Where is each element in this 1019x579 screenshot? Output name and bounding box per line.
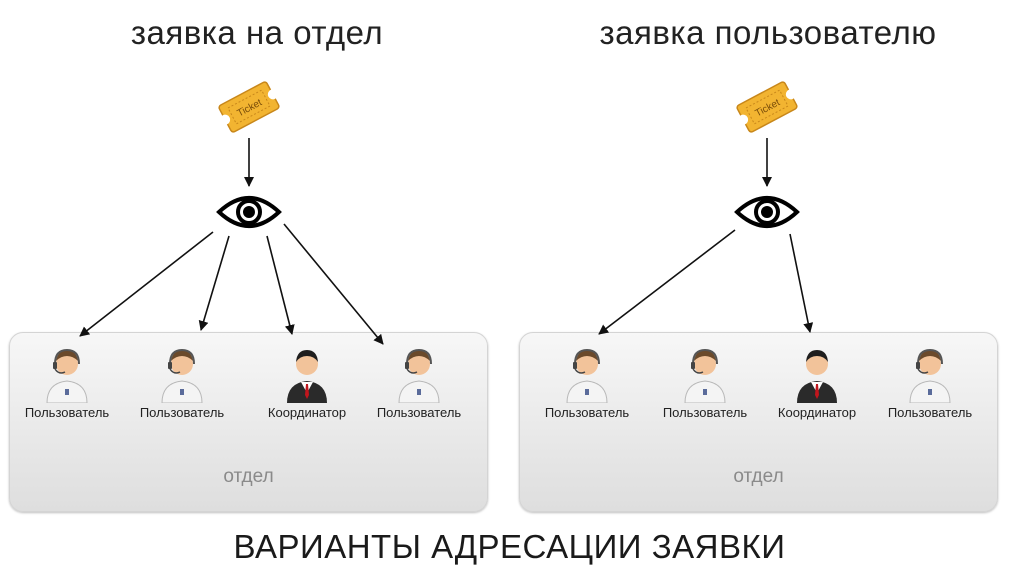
person-label: Пользователь	[662, 405, 748, 420]
person-label: Координатор	[777, 405, 857, 420]
person-label: Пользователь	[24, 405, 110, 420]
person-label: Пользователь	[544, 405, 630, 420]
headset-user-icon	[398, 348, 440, 403]
headset-user-icon	[684, 348, 726, 403]
department-label: отдел	[733, 466, 784, 487]
arrow-eye-to-user1-right	[598, 229, 736, 335]
headset-user-icon	[566, 348, 608, 403]
eye-icon	[216, 190, 282, 239]
person-label: Пользователь	[376, 405, 462, 420]
arrow-eye-to-user2-left	[198, 235, 230, 331]
person-coordinator: Координатор	[257, 345, 357, 420]
coordinator-icon	[797, 350, 837, 403]
person-user: Пользователь	[17, 345, 117, 420]
heading-user-request: заявка пользователю	[599, 14, 937, 51]
person-label: Пользователь	[139, 405, 225, 420]
arrow-eye-to-coordinator-right	[789, 233, 814, 333]
headset-user-icon	[46, 348, 88, 403]
department-panel-right: Пользователь Пользователь Координатор	[519, 332, 998, 512]
department-panel-left: Пользователь Пользователь Координатор	[9, 332, 488, 512]
person-coordinator: Координатор	[767, 345, 867, 420]
person-label: Пользователь	[887, 405, 973, 420]
eye-icon	[734, 190, 800, 239]
person-user: Пользователь	[537, 345, 637, 420]
headset-user-icon	[161, 348, 203, 403]
person-user: Пользователь	[369, 345, 469, 420]
heading-department-request: заявка на отдел	[130, 14, 384, 51]
coordinator-icon	[287, 350, 327, 403]
person-label: Координатор	[267, 405, 347, 420]
headset-user-icon	[909, 348, 951, 403]
person-user: Пользователь	[655, 345, 755, 420]
department-label: отдел	[223, 466, 274, 487]
arrow-eye-to-coordinator-left	[266, 235, 295, 335]
diagram-caption: ВАРИАНТЫ АДРЕСАЦИИ ЗАЯВКИ	[233, 528, 786, 565]
arrow-eye-to-user4-left	[283, 223, 384, 345]
arrow-eye-to-user1-left	[79, 231, 214, 337]
person-user: Пользователь	[880, 345, 980, 420]
ticket-icon: Ticket	[734, 78, 800, 141]
person-user: Пользователь	[132, 345, 232, 420]
ticket-icon: Ticket	[216, 78, 282, 141]
